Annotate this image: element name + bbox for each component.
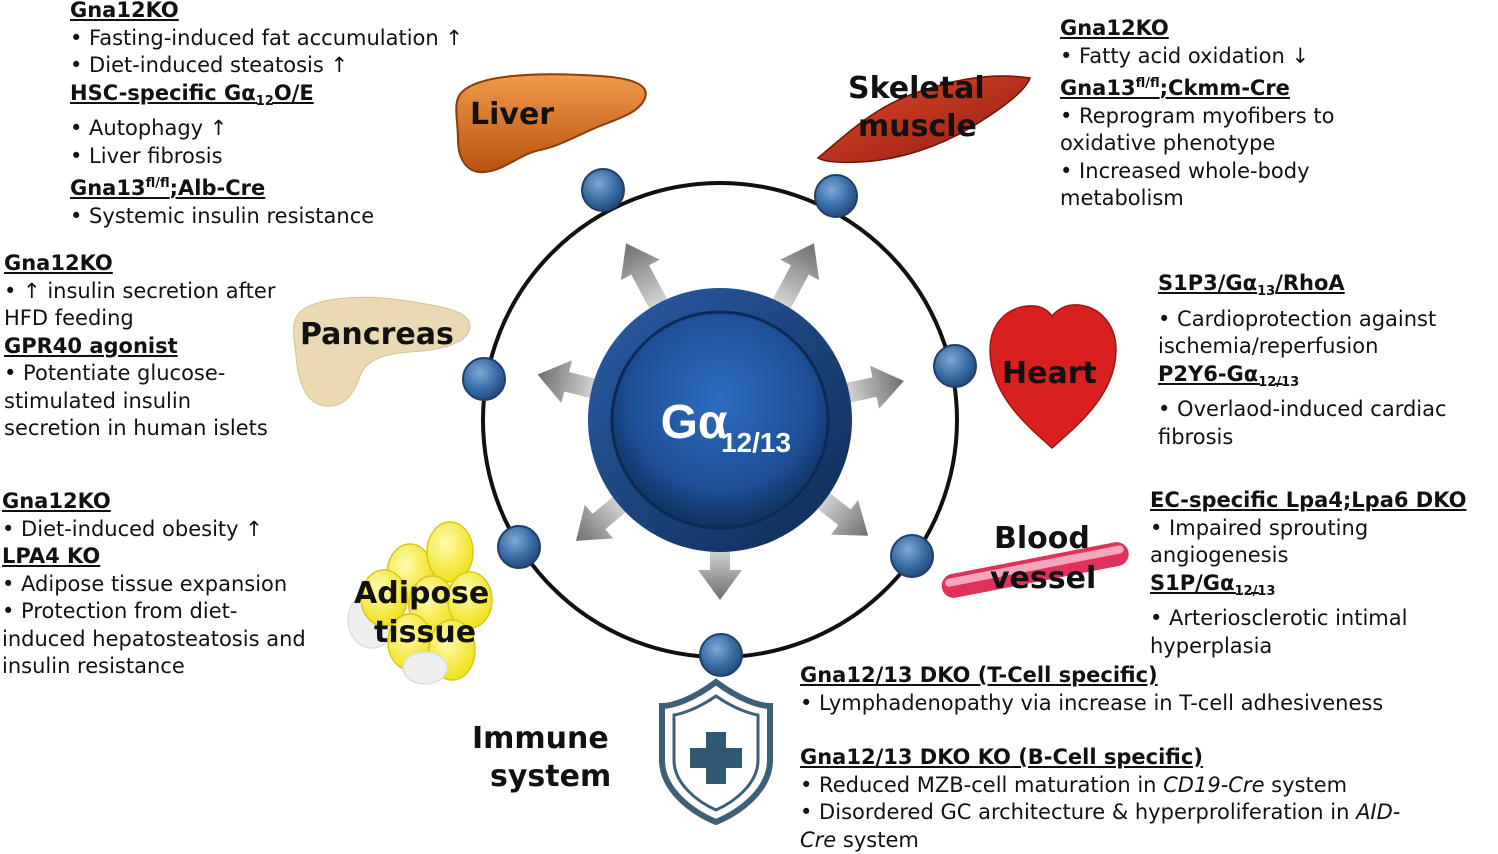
heart-line-3: • Overlaod-induced cardiac — [1158, 397, 1447, 422]
heart-heading-1: S1P3/Gα13/RhoA — [1158, 271, 1345, 300]
center-node: Gα 12/13 — [588, 288, 852, 552]
vessel-line-1: • Impaired sprouting — [1150, 515, 1369, 540]
organ-label-immune-1: Immune — [472, 721, 609, 756]
arrow-adipose — [575, 492, 631, 541]
adipose-line-4: induced hepatosteatosis and — [2, 626, 306, 651]
node-heart — [933, 344, 977, 388]
vessel-findings: EC-specific Lpa4;Lpa6 DKO • Impaired spr… — [1150, 487, 1466, 660]
organ-label-pancreas: Pancreas — [300, 317, 454, 352]
heart-line-1: • Cardioprotection against — [1158, 306, 1437, 331]
node-muscle — [814, 174, 858, 218]
liver-line-4: • Liver fibrosis — [70, 143, 223, 168]
organ-label-liver: Liver — [470, 97, 555, 132]
shield-icon — [659, 678, 773, 826]
adipose-findings: Gna12KO • Diet-induced obesity ↑ LPA4 KO… — [2, 488, 306, 681]
liver-findings: Gna12KO • Fasting-induced fat accumulati… — [70, 0, 463, 230]
liver-line-1: • Fasting-induced fat accumulation ↑ — [70, 25, 463, 50]
arrow-vessel — [812, 489, 869, 536]
vessel-line-4: hyperplasia — [1150, 633, 1273, 658]
immune-findings-b: Gna12/13 DKO KO (B-Cell specific) • Redu… — [800, 744, 1400, 854]
pancreas-line-1: • ↑ insulin secretion after — [4, 278, 276, 303]
pancreas-heading-1: Gna12KO — [4, 251, 113, 275]
organ-label-muscle-1: Skeletal — [848, 71, 985, 106]
node-immune — [699, 633, 743, 677]
heart-icon — [989, 304, 1117, 450]
pancreas-findings: Gna12KO • ↑ insulin secretion after HFD … — [4, 250, 275, 443]
adipose-line-5: insulin resistance — [2, 654, 185, 678]
muscle-line-4: • Increased whole-body — [1060, 158, 1310, 183]
arrows — [537, 243, 904, 600]
adipose-line-3: • Protection from diet- — [2, 599, 238, 623]
heart-line-4: fibrosis — [1158, 424, 1234, 449]
vessel-line-2: angiogenesis — [1150, 543, 1289, 567]
ring-nodes — [462, 168, 977, 677]
blood-vessel-icon — [941, 542, 1129, 598]
liver-line-2: • Diet-induced steatosis ↑ — [70, 53, 349, 77]
immune-line-3: • Disordered GC architecture & hyperprol… — [800, 800, 1401, 824]
node-liver — [581, 168, 625, 212]
muscle-line-3: oxidative phenotype — [1060, 131, 1276, 155]
pancreas-line-4: stimulated insulin — [4, 388, 192, 413]
muscle-heading-1: Gna12KO — [1060, 16, 1169, 40]
muscle-line-5: metabolism — [1060, 186, 1184, 210]
organ-label-vessel-1: Blood — [994, 521, 1090, 556]
adipose-heading-2: LPA4 KO — [2, 544, 101, 568]
arrow-heart — [840, 365, 904, 409]
arrow-pancreas — [537, 360, 602, 404]
adipose-line-1: • Diet-induced obesity ↑ — [2, 516, 263, 541]
immune-findings-t: Gna12/13 DKO (T-Cell specific) • Lymphad… — [800, 662, 1383, 717]
pancreas-icon — [293, 296, 471, 407]
pancreas-line-2: HFD feeding — [4, 306, 134, 330]
liver-heading-2: HSC-specific Gα12O/E — [70, 80, 314, 109]
center-label-sub: 12/13 — [721, 427, 791, 458]
center-label: Gα — [661, 396, 728, 449]
immune-heading-2: Gna12/13 DKO KO (B-Cell specific) — [800, 745, 1203, 769]
arrow-immune — [698, 545, 742, 600]
immune-line-4: Cre system — [800, 827, 919, 852]
organ-label-adipose-1: Adipose — [354, 576, 490, 611]
muscle-icon — [816, 75, 1032, 164]
vessel-heading-1: EC-specific Lpa4;Lpa6 DKO — [1150, 488, 1467, 512]
pancreas-heading-2: GPR40 agonist — [4, 333, 178, 358]
organ-label-muscle-2: muscle — [858, 109, 977, 144]
arrow-liver — [620, 243, 671, 315]
liver-heading-1: Gna12KO — [70, 0, 179, 22]
liver-line-5: • Systemic insulin resistance — [70, 203, 375, 228]
adipose-heading-1: Gna12KO — [2, 489, 111, 513]
pancreas-line-3: • Potentiate glucose- — [4, 361, 226, 385]
vessel-heading-2: S1P/Gα12/13 — [1150, 570, 1276, 599]
organ-label-immune-2: system — [490, 759, 612, 794]
adipose-line-2: • Adipose tissue expansion — [2, 571, 288, 596]
adipose-icon — [347, 521, 493, 685]
heart-findings: S1P3/Gα13/RhoA • Cardioprotection agains… — [1158, 270, 1447, 451]
vessel-line-3: • Arteriosclerotic intimal — [1150, 606, 1408, 631]
liver-icon — [455, 73, 647, 174]
organ-label-adipose-2: tissue — [374, 615, 477, 650]
node-vessel — [890, 534, 934, 578]
liver-heading-3: Gna13fl/fl;Alb-Cre — [70, 176, 266, 201]
organ-label-vessel-2: vessel — [990, 561, 1097, 596]
organ-label-heart: Heart — [1002, 356, 1097, 391]
heart-heading-2: P2Y6-Gα12/13 — [1158, 361, 1300, 390]
muscle-line-1: • Fatty acid oxidation ↓ — [1060, 43, 1310, 68]
node-adipose — [497, 525, 541, 569]
node-pancreas — [462, 357, 506, 401]
immune-line-1: • Lymphadenopathy via increase in T-cell… — [800, 690, 1384, 715]
pancreas-line-5: secretion in human islets — [4, 416, 268, 440]
immune-heading-1: Gna12/13 DKO (T-Cell specific) — [800, 663, 1158, 687]
muscle-line-2: • Reprogram myofibers to — [1060, 103, 1335, 128]
muscle-heading-2: Gna13fl/fl;Ckmm-Cre — [1060, 76, 1290, 100]
arrow-muscle — [769, 243, 820, 315]
immune-line-2: • Reduced MZB-cell maturation in CD19-Cr… — [800, 772, 1348, 797]
muscle-findings: Gna12KO • Fatty acid oxidation ↓ Gna13fl… — [1060, 15, 1335, 213]
liver-line-3: • Autophagy ↑ — [70, 116, 228, 141]
heart-line-2: ischemia/reperfusion — [1158, 334, 1379, 359]
